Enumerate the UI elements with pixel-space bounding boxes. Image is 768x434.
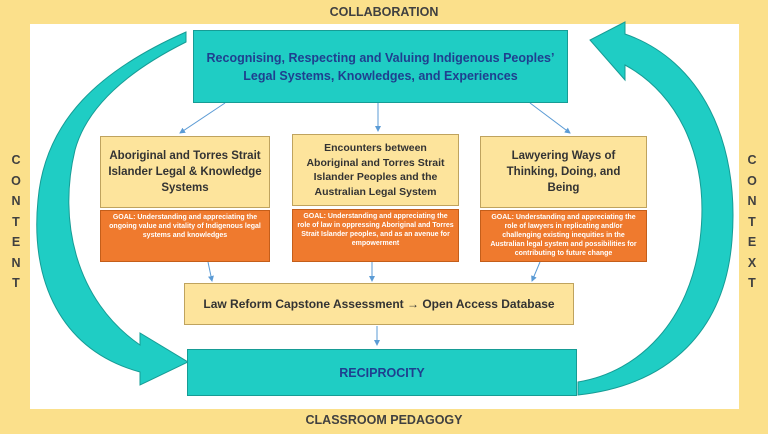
encounters-box: Encounters between Aboriginal and Torres… [292, 134, 459, 206]
connector-arrow [529, 102, 571, 134]
goal-text: GOAL: Understanding and appreciating the… [109, 214, 261, 239]
content-letter: N [11, 194, 21, 208]
goal-text: GOAL: Understanding and appreciating the… [297, 213, 454, 247]
content-letter: N [11, 255, 21, 270]
top-box-line2: Legal Systems, Knowledges, and Experienc… [243, 68, 518, 83]
content-letter: C [11, 153, 21, 167]
content-letter: E [11, 235, 21, 249]
column-title: Aboriginal and Torres Strait Islander Le… [108, 150, 262, 194]
collaboration-label: COLLABORATION [329, 5, 439, 19]
goal-text: GOAL: Understanding and appreciating the… [490, 214, 637, 257]
capstone-text: Law Reform Capstone Assessment → Open Ac… [203, 297, 555, 311]
top-box-line1: Recognising, Respecting and Valuing Indi… [206, 50, 555, 65]
left-cycle-arrow [36, 31, 190, 386]
connector-arrow [207, 261, 214, 282]
right-cycle-arrow [577, 21, 734, 396]
lawyering-ways-box: Lawyering Ways of Thinking, Doing, and B… [480, 136, 647, 208]
reciprocity-text: RECIPROCITY [339, 365, 425, 380]
column-title: Encounters between Aboriginal and Torres… [306, 142, 445, 198]
classroom-pedagogy-label: CLASSROOM PEDAGOGY [305, 413, 463, 427]
column-title: Lawyering Ways of Thinking, Doing, and B… [506, 150, 621, 194]
recognising-respecting-valuing-box: Recognising, Respecting and Valuing Indi… [193, 30, 568, 103]
content-label: C O N T E N T [6, 150, 26, 294]
content-letter: O [11, 173, 21, 188]
goal-box: GOAL: Understanding and appreciating the… [100, 210, 270, 262]
connector-arrow [531, 261, 541, 282]
context-letter: N [747, 194, 757, 208]
connector-arrow [179, 102, 226, 134]
capstone-box: Law Reform Capstone Assessment → Open Ac… [184, 283, 574, 325]
reciprocity-box: RECIPROCITY [187, 349, 577, 396]
context-label: C O N T E X T [742, 150, 762, 294]
context-letter: X [747, 255, 757, 270]
context-letter: T [748, 214, 756, 229]
context-letter: E [747, 235, 757, 249]
context-letter: O [747, 173, 757, 188]
content-letter: T [12, 276, 20, 290]
goal-box: GOAL: Understanding and appreciating the… [292, 209, 459, 262]
content-letter: T [12, 214, 20, 229]
goal-box: GOAL: Understanding and appreciating the… [480, 210, 647, 262]
context-letter: C [747, 153, 757, 167]
legal-knowledge-systems-box: Aboriginal and Torres Strait Islander Le… [100, 136, 270, 208]
context-letter: T [748, 276, 756, 290]
